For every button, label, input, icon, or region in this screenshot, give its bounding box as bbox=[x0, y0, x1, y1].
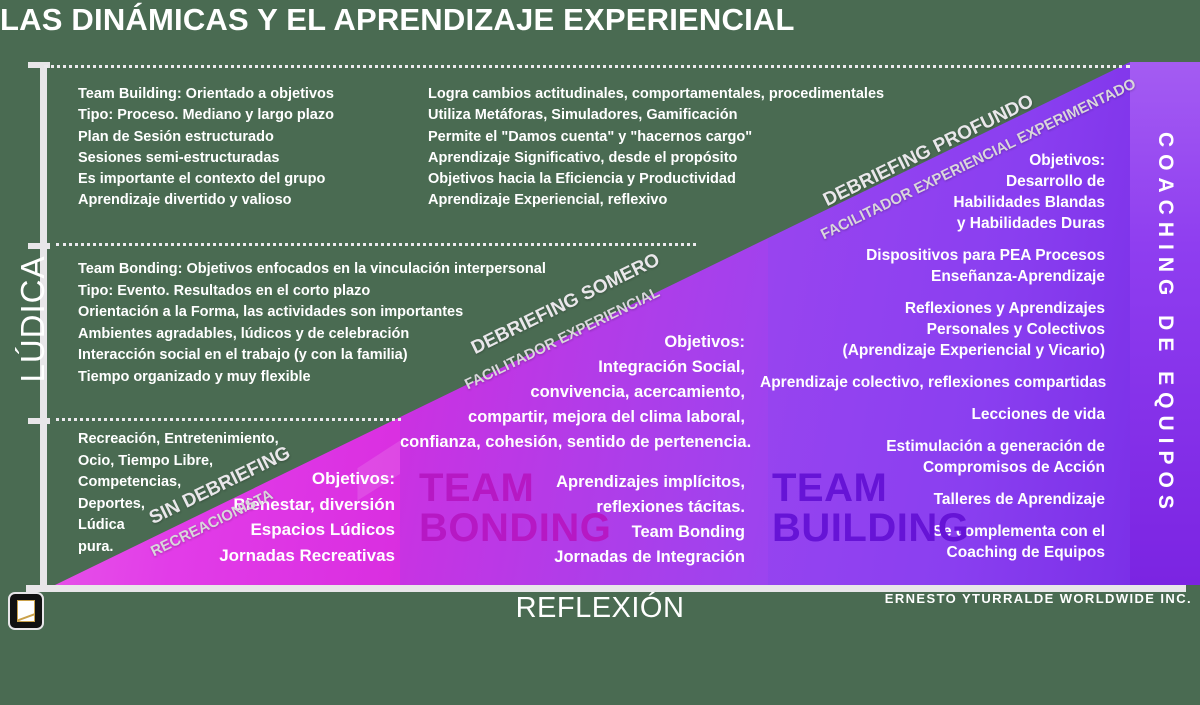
coaching-de-equipos-label: COACHING DE EQUIPOS bbox=[1154, 131, 1177, 516]
list-item: Ocio, Tiempo Libre, bbox=[78, 452, 214, 469]
list-item: Aprendizaje colectivo, reflexiones compa… bbox=[760, 374, 1107, 391]
spacer bbox=[760, 361, 1105, 372]
divider-lower bbox=[56, 418, 401, 421]
chart-glyph bbox=[17, 600, 35, 622]
objectives-title: Objetivos: bbox=[664, 333, 745, 351]
list-item: Coaching de Equipos bbox=[946, 544, 1105, 561]
list-item: Lecciones de vida bbox=[971, 406, 1105, 423]
list-item: Aprendizaje divertido y valioso bbox=[78, 192, 292, 209]
spacer bbox=[760, 287, 1105, 298]
list-item: y Habilidades Duras bbox=[956, 215, 1105, 232]
list-item: Habilidades Blandas bbox=[953, 194, 1105, 211]
list-item: Recreación, Entretenimiento, bbox=[78, 431, 279, 447]
list-item: Bienestar, diversión bbox=[233, 494, 395, 514]
list-item: Personales y Colectivos bbox=[926, 321, 1105, 338]
list-item: Aprendizaje Experiencial, reflexivo bbox=[428, 192, 668, 209]
axis-tick-mid-upper bbox=[28, 243, 50, 249]
list-item: Plan de Sesión estructurado bbox=[78, 128, 274, 145]
list-item: confianza, cohesión, sentido de pertenen… bbox=[400, 433, 752, 451]
list-item: Aprendizajes implícitos, bbox=[556, 473, 745, 491]
band2-objectives: Objetivos: Integración Social, convivenc… bbox=[400, 330, 752, 455]
list-item: Reflexiones y Aprendizajes bbox=[904, 300, 1105, 317]
block-team-building-outcomes: Logra cambios actitudinales, comportamen… bbox=[428, 84, 884, 212]
axis-label-reflexion: REFLEXIÓN bbox=[515, 592, 685, 624]
list-item: pura. bbox=[78, 538, 114, 555]
list-item: Ambientes agradables, lúdicos y de celeb… bbox=[78, 325, 410, 342]
list-item: Lúdica bbox=[78, 517, 125, 533]
block-team-bonding-features: Team Bonding: Objetivos enfocados en la … bbox=[78, 259, 546, 388]
list-item: Tiempo organizado y muy flexible bbox=[78, 368, 311, 385]
band3-title-line1: TEAM bbox=[772, 466, 888, 510]
list-item: Logra cambios actitudinales, comportamen… bbox=[428, 86, 885, 102]
coaching-de-equipos-column: COACHING DE EQUIPOS bbox=[1130, 62, 1200, 585]
list-item: Enseñanza-Aprendizaje bbox=[931, 268, 1105, 285]
list-item: Dispositivos para PEA Procesos bbox=[866, 247, 1105, 264]
list-item: Interacción social en el trabajo (y con … bbox=[78, 347, 408, 363]
axis-tick-mid-lower bbox=[28, 418, 50, 424]
list-item: Espacios Lúdicos bbox=[250, 520, 395, 539]
axis-label-ludica: LÚDICA bbox=[14, 255, 51, 383]
list-item: Desarrollo de bbox=[1005, 173, 1105, 190]
band2-outcomes: Aprendizajes implícitos, reflexiones tác… bbox=[400, 470, 745, 570]
list-item: Sesiones semi-estructuradas bbox=[78, 149, 280, 166]
list-item: Tipo: Proceso. Mediano y largo plazo bbox=[78, 107, 334, 124]
band3-title: TEAM BUILDING bbox=[772, 468, 969, 548]
divider-upper bbox=[56, 243, 696, 246]
block-recreacion-features: Recreación, Entretenimiento, Ocio, Tiemp… bbox=[78, 429, 279, 558]
band2-title-line2: BONDING bbox=[419, 506, 612, 550]
list-item: Utiliza Metáforas, Simuladores, Gamifica… bbox=[428, 107, 738, 124]
axis-tick-top bbox=[28, 62, 50, 68]
spacer bbox=[760, 393, 1105, 404]
list-item: Objetivos hacia la Eficiencia y Producti… bbox=[428, 171, 736, 188]
list-item: Permite el "Damos cuenta" y "hacernos ca… bbox=[428, 128, 753, 145]
list-item: Team Bonding: Objetivos enfocados en la … bbox=[78, 261, 546, 277]
divider-top bbox=[44, 65, 1130, 68]
list-item: compartir, mejora del clima laboral, bbox=[468, 408, 745, 426]
infographic-canvas: LAS DINÁMICAS Y EL APRENDIZAJE EXPERIENC… bbox=[0, 0, 1200, 629]
vertical-axis bbox=[40, 62, 47, 590]
list-item: Orientación a la Forma, las actividades … bbox=[78, 304, 464, 320]
spacer bbox=[760, 425, 1105, 436]
objectives-title: Objetivos: bbox=[1029, 152, 1105, 169]
objectives-title: Objetivos: bbox=[311, 469, 395, 488]
list-item: Deportes, bbox=[78, 495, 145, 512]
list-item: Se complementa con el bbox=[932, 523, 1105, 540]
spacer bbox=[760, 234, 1105, 245]
list-item: Compromisos de Acción bbox=[922, 459, 1105, 476]
list-item: Talleres de Aprendizaje bbox=[933, 491, 1105, 508]
list-item: Tipo: Evento. Resultados en el corto pla… bbox=[78, 282, 371, 299]
list-item: Aprendizaje Significativo, desde el prop… bbox=[428, 149, 738, 166]
band2-title: TEAM BONDING bbox=[419, 468, 611, 548]
list-item: (Aprendizaje Experiencial y Vicario) bbox=[842, 342, 1105, 359]
band3-title-line2: BUILDING bbox=[772, 506, 970, 550]
brand-text: ERNESTO YTURRALDE WORLDWIDE INC. bbox=[884, 591, 1192, 606]
company-logo-icon bbox=[8, 592, 44, 630]
list-item: Team Building: Orientado a objetivos bbox=[78, 86, 334, 102]
list-item: reflexiones tácitas. bbox=[596, 498, 745, 516]
list-item: Team Bonding bbox=[631, 523, 745, 541]
band3-content: Objetivos: Desarrollo de Habilidades Bla… bbox=[760, 150, 1107, 563]
band2-title-line1: TEAM bbox=[419, 466, 535, 510]
block-team-building-features: Team Building: Orientado a objetivos Tip… bbox=[78, 84, 334, 212]
list-item: Jornadas de Integración bbox=[554, 548, 745, 566]
horizontal-axis bbox=[26, 585, 1186, 592]
list-item: Jornadas Recreativas bbox=[219, 545, 395, 565]
list-item: Es importante el contexto del grupo bbox=[78, 171, 326, 188]
list-item: convivencia, acercamiento, bbox=[530, 383, 745, 401]
list-item: Integración Social, bbox=[598, 358, 745, 376]
band1-objectives: Objetivos: Bienestar, diversión Espacios… bbox=[120, 466, 395, 568]
list-item: Estimulación a generación de bbox=[886, 438, 1105, 455]
page-title: LAS DINÁMICAS Y EL APRENDIZAJE EXPERIENC… bbox=[0, 2, 795, 37]
list-item: Competencias, bbox=[78, 474, 182, 490]
